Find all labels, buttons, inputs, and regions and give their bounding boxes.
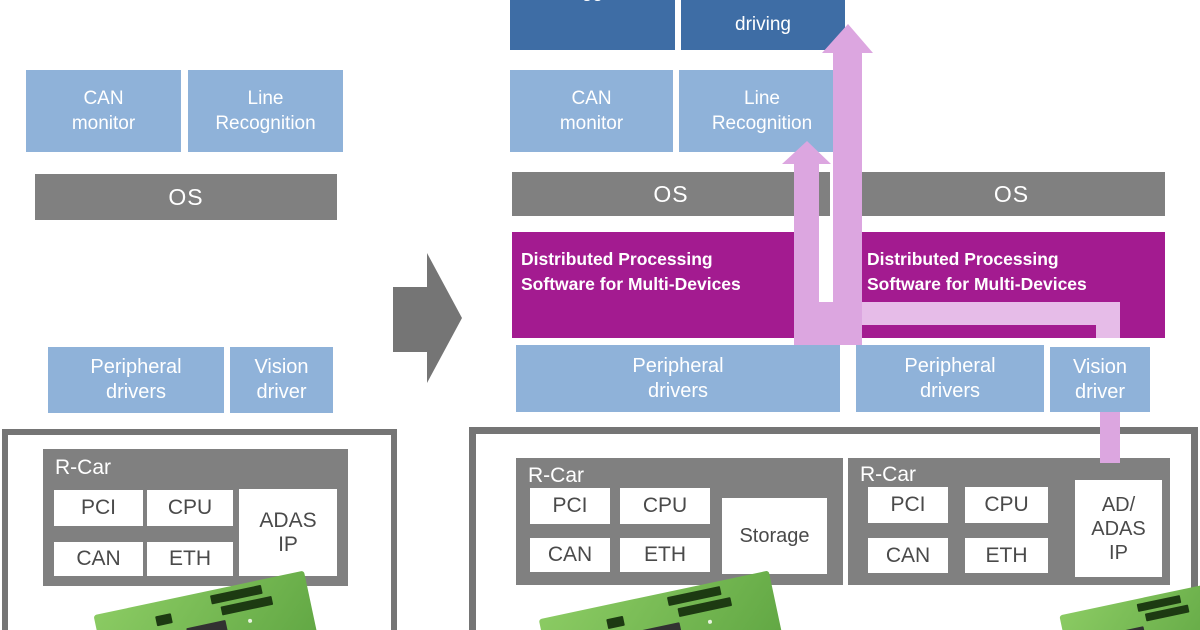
box-label: Recognition <box>711 113 813 134</box>
box-label: CAN <box>571 88 612 109</box>
cell-pci: PCI <box>530 488 610 524</box>
cell-cpu: CPU <box>147 490 233 526</box>
dps-label: Software for Multi-Devices <box>867 274 1087 294</box>
cell-label: PCI <box>890 493 926 516</box>
box-label: driver <box>256 381 307 403</box>
distributed-processing-box-left: Distributed Processing Software for Mult… <box>512 232 819 338</box>
box-vision-driver: Vision driver <box>230 347 333 413</box>
box-can-monitor: CAN monitor <box>510 70 673 152</box>
cell-label: AD/ <box>1101 493 1136 516</box>
box-line-recognition: Line Recognition <box>679 70 845 152</box>
os-bar: OS <box>35 174 337 220</box>
box-label: Recognition <box>215 113 316 134</box>
os-bar-right-device: OS <box>858 172 1165 216</box>
cell-pci: PCI <box>868 487 948 523</box>
dps-label: Software for Multi-Devices <box>521 274 741 294</box>
box-label: drivers <box>647 379 708 402</box>
box-label: drivers <box>105 381 166 403</box>
cell-label: CPU <box>167 496 213 519</box>
cell-can: CAN <box>868 538 948 573</box>
transform-arrow <box>393 253 462 383</box>
box-peripheral-drivers: Peripheral drivers <box>48 347 224 413</box>
app-box-driving: driving <box>681 0 845 50</box>
box-line-recognition: Line Recognition <box>188 70 343 152</box>
cell-eth: ETH <box>965 538 1048 573</box>
os-label: OS <box>653 180 689 207</box>
box-label: Line <box>247 88 284 109</box>
box-label: Peripheral <box>632 354 724 377</box>
dps-label: Distributed Processing <box>867 249 1059 269</box>
os-label: OS <box>168 183 204 210</box>
cell-cpu: CPU <box>965 487 1048 523</box>
cell-label: ADAS <box>1091 517 1146 540</box>
cell-eth: ETH <box>147 542 233 576</box>
box-label: driver <box>1074 380 1125 403</box>
cell-label: PCI <box>80 496 116 519</box>
cell-label: IP <box>1109 541 1128 564</box>
cell-label: CPU <box>984 493 1029 516</box>
box-label: Peripheral <box>904 354 996 377</box>
box-label: monitor <box>559 113 624 134</box>
box-label: Peripheral <box>90 356 182 378</box>
box-label: Line <box>744 88 780 109</box>
cell-label: Storage <box>739 525 810 547</box>
rcar-label: R-Car <box>55 456 111 479</box>
cell-ad-adas-ip: AD/ ADAS IP <box>1075 480 1162 577</box>
box-vision-driver: Vision driver <box>1050 347 1150 412</box>
cell-can: CAN <box>54 542 143 576</box>
os-label: OS <box>993 180 1030 207</box>
box-label: CAN <box>83 88 124 109</box>
cell-eth: ETH <box>620 538 710 572</box>
box-peripheral-drivers-right: Peripheral drivers <box>856 345 1044 412</box>
app-label-fragment: gg <box>510 0 675 5</box>
box-label: Vision <box>1072 355 1128 378</box>
box-label: monitor <box>71 113 136 134</box>
box-peripheral-drivers-left: Peripheral drivers <box>516 345 840 412</box>
distributed-processing-box-right: Distributed Processing Software for Mult… <box>858 232 1165 338</box>
cell-label: CAN <box>76 547 121 570</box>
box-can-monitor: CAN monitor <box>26 70 181 152</box>
cell-label: CAN <box>547 543 593 566</box>
rcar-chip-box-left: R-Car PCI CPU CAN ETH Storage <box>516 458 843 585</box>
rcar-chip-box: R-Car PCI CPU CAN ETH ADAS IP <box>43 449 348 586</box>
dps-label: Distributed Processing <box>521 249 713 269</box>
cell-pci: PCI <box>54 490 143 526</box>
box-label: drivers <box>919 379 980 402</box>
cell-label: PCI <box>552 494 588 517</box>
cell-label: ETH <box>644 543 686 566</box>
cell-label: CAN <box>885 543 931 567</box>
cell-label: IP <box>278 532 298 556</box>
cell-label: CPU <box>642 494 688 517</box>
cell-adas-ip: ADAS IP <box>239 489 337 576</box>
cell-label: ETH <box>985 543 1028 567</box>
app-label: driving <box>735 14 791 35</box>
cell-cpu: CPU <box>620 488 710 524</box>
os-bar-left-device: OS <box>512 172 830 216</box>
cell-storage: Storage <box>722 498 827 574</box>
rcar-label: R-Car <box>528 464 584 487</box>
cell-label: ETH <box>169 547 211 570</box>
cell-label: ADAS <box>259 508 317 532</box>
rcar-label: R-Car <box>860 463 916 486</box>
box-label: Vision <box>254 356 309 378</box>
cell-can: CAN <box>530 538 610 572</box>
rcar-chip-box-right: R-Car PCI CPU CAN ETH AD/ ADAS IP <box>848 458 1170 585</box>
app-box-cut-top-left: gg <box>510 0 675 50</box>
